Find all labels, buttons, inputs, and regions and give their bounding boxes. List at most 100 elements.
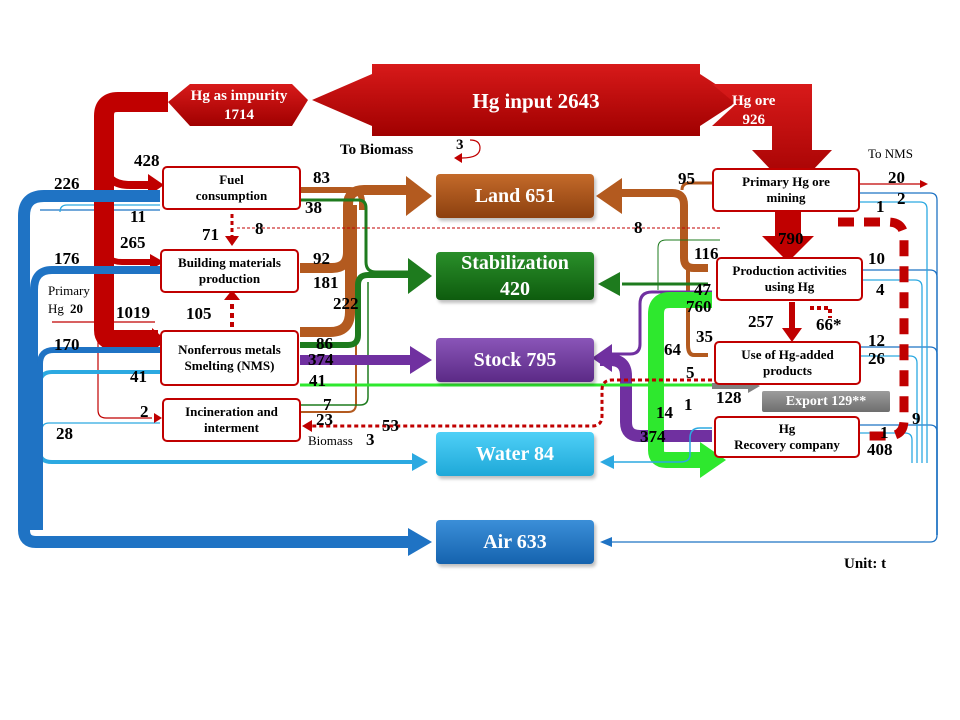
flow-label: 9 <box>912 409 921 428</box>
land-arrowhead-left <box>406 176 432 216</box>
ore-banner-shape <box>712 84 832 192</box>
primary-hg-value: 20 <box>70 301 83 316</box>
input-banner-shape <box>312 64 740 136</box>
flow-label: 116 <box>694 244 719 263</box>
flow-label: 170 <box>54 335 80 354</box>
flow-label: 790 <box>778 229 804 248</box>
flow-label: 1 <box>880 423 889 442</box>
flow-label: 86 <box>316 334 333 353</box>
arrowhead-products <box>782 328 802 342</box>
flow-label: 83 <box>313 168 330 187</box>
node-recovery-company: Hg Recovery company <box>714 416 860 458</box>
air-arrowhead-left <box>408 528 432 556</box>
node-fuel-consumption: Fuel consumption <box>162 166 301 210</box>
flow-label: 1 <box>876 197 885 216</box>
biomass-bottom-label: Biomass <box>308 433 353 448</box>
flow-label: 92 <box>313 249 330 268</box>
flow-label: 181 <box>313 273 339 292</box>
node-building-materials: Building materials production <box>160 249 299 293</box>
flow-label: 53 <box>382 416 399 435</box>
flow-label: 128 <box>716 388 742 407</box>
flow-label: 374 <box>308 350 334 369</box>
production-to-stock <box>610 290 712 356</box>
flow-label: 2 <box>897 189 906 208</box>
to-nms-arrowhead <box>920 180 928 188</box>
air-nms-branch <box>37 347 160 530</box>
stab-thin-line <box>657 239 720 290</box>
flow-label: 14 <box>656 403 673 422</box>
flow-label: 8 <box>634 218 643 237</box>
dotted-to-incineration <box>310 378 712 428</box>
flow-label: 35 <box>696 327 713 346</box>
sink-water: Water 84 <box>436 432 594 476</box>
hg-input-title: Hg input 2643 <box>472 88 600 113</box>
node-primary-mining: Primary Hg ore mining <box>712 168 860 212</box>
flow-label: 4 <box>876 280 885 299</box>
air-flow <box>18 190 410 548</box>
impurity-to-building <box>101 244 150 265</box>
flow-label: 23 <box>316 410 333 429</box>
flow-label: 41 <box>309 371 326 390</box>
arrowhead-53 <box>302 420 312 432</box>
flow-label: 2 <box>140 402 149 421</box>
water-right-flow <box>612 427 712 463</box>
arrowhead-nms <box>152 328 166 352</box>
sink-air: Air 633 <box>436 520 594 564</box>
flow-label: 3 <box>456 137 464 153</box>
flow-label: 105 <box>186 304 212 323</box>
flow-label: 38 <box>305 198 322 217</box>
flow-label: 41 <box>130 367 147 386</box>
to-biomass-arrowhead <box>454 153 462 163</box>
flow-label: 10 <box>868 249 885 268</box>
flow-label: 7 <box>323 395 332 414</box>
recovery-arrowhead <box>700 442 726 478</box>
flow-label: 1 <box>684 395 693 414</box>
node-incineration: Incineration and interment <box>162 398 301 442</box>
flow-label: 1019 <box>116 303 150 322</box>
stabilization-flows <box>300 198 708 406</box>
stock-arrowhead-left <box>410 346 432 374</box>
flow-label: 66* <box>816 315 842 334</box>
to-biomass-arrow <box>461 139 481 159</box>
to-biomass-label: To Biomass <box>340 142 414 158</box>
land-arrowhead-right <box>596 178 622 214</box>
primary-hg-label: Primary Hg <box>48 283 90 317</box>
arrowhead-production <box>762 236 814 262</box>
arrowhead-105 <box>224 290 240 300</box>
hg-impurity-label: Hg as impurity 1714 <box>190 88 288 123</box>
flow-label: 26 <box>868 349 885 368</box>
impurity-to-incineration <box>97 340 152 419</box>
flow-label: 760 <box>686 297 712 316</box>
flow-label: 11 <box>130 207 147 226</box>
water-arrowhead-left <box>412 453 428 471</box>
stock-arrowhead-right <box>592 344 612 372</box>
impurity-banner-shape <box>168 84 308 126</box>
flow-label: 28 <box>56 424 73 443</box>
flow-label: 95 <box>678 169 695 188</box>
recovery-to-stock <box>600 354 712 442</box>
node-production-activities: Production activities using Hg <box>716 257 863 301</box>
flow-label: 257 <box>748 312 774 331</box>
flow-label: 428 <box>134 151 160 170</box>
to-nms-label: To NMS <box>868 146 913 161</box>
sink-land: Land 651 <box>436 174 594 218</box>
air-building-branch <box>30 266 160 530</box>
flow-label: 20 <box>888 168 905 187</box>
flow-label: 226 <box>54 174 80 193</box>
sink-stock: Stock 795 <box>436 338 594 382</box>
flow-label: 222 <box>333 294 359 313</box>
production-to-recovery-flow <box>648 292 712 468</box>
water-arrowhead-right <box>600 455 614 469</box>
flow-label: 12 <box>868 331 885 350</box>
stabilization-arrowhead-right <box>598 272 620 296</box>
flow-label: 5 <box>686 363 695 382</box>
export-box: Export 129** <box>762 391 890 412</box>
flow-label: 64 <box>664 340 681 359</box>
flow-label: 8 <box>255 219 264 238</box>
node-hg-products: Use of Hg-added products <box>714 341 861 385</box>
flow-label: 3 <box>366 430 375 449</box>
arrowhead-71 <box>225 236 239 246</box>
hg-ore-label: Hg ore 926 <box>732 93 776 128</box>
air-arrowhead-right <box>600 537 612 547</box>
